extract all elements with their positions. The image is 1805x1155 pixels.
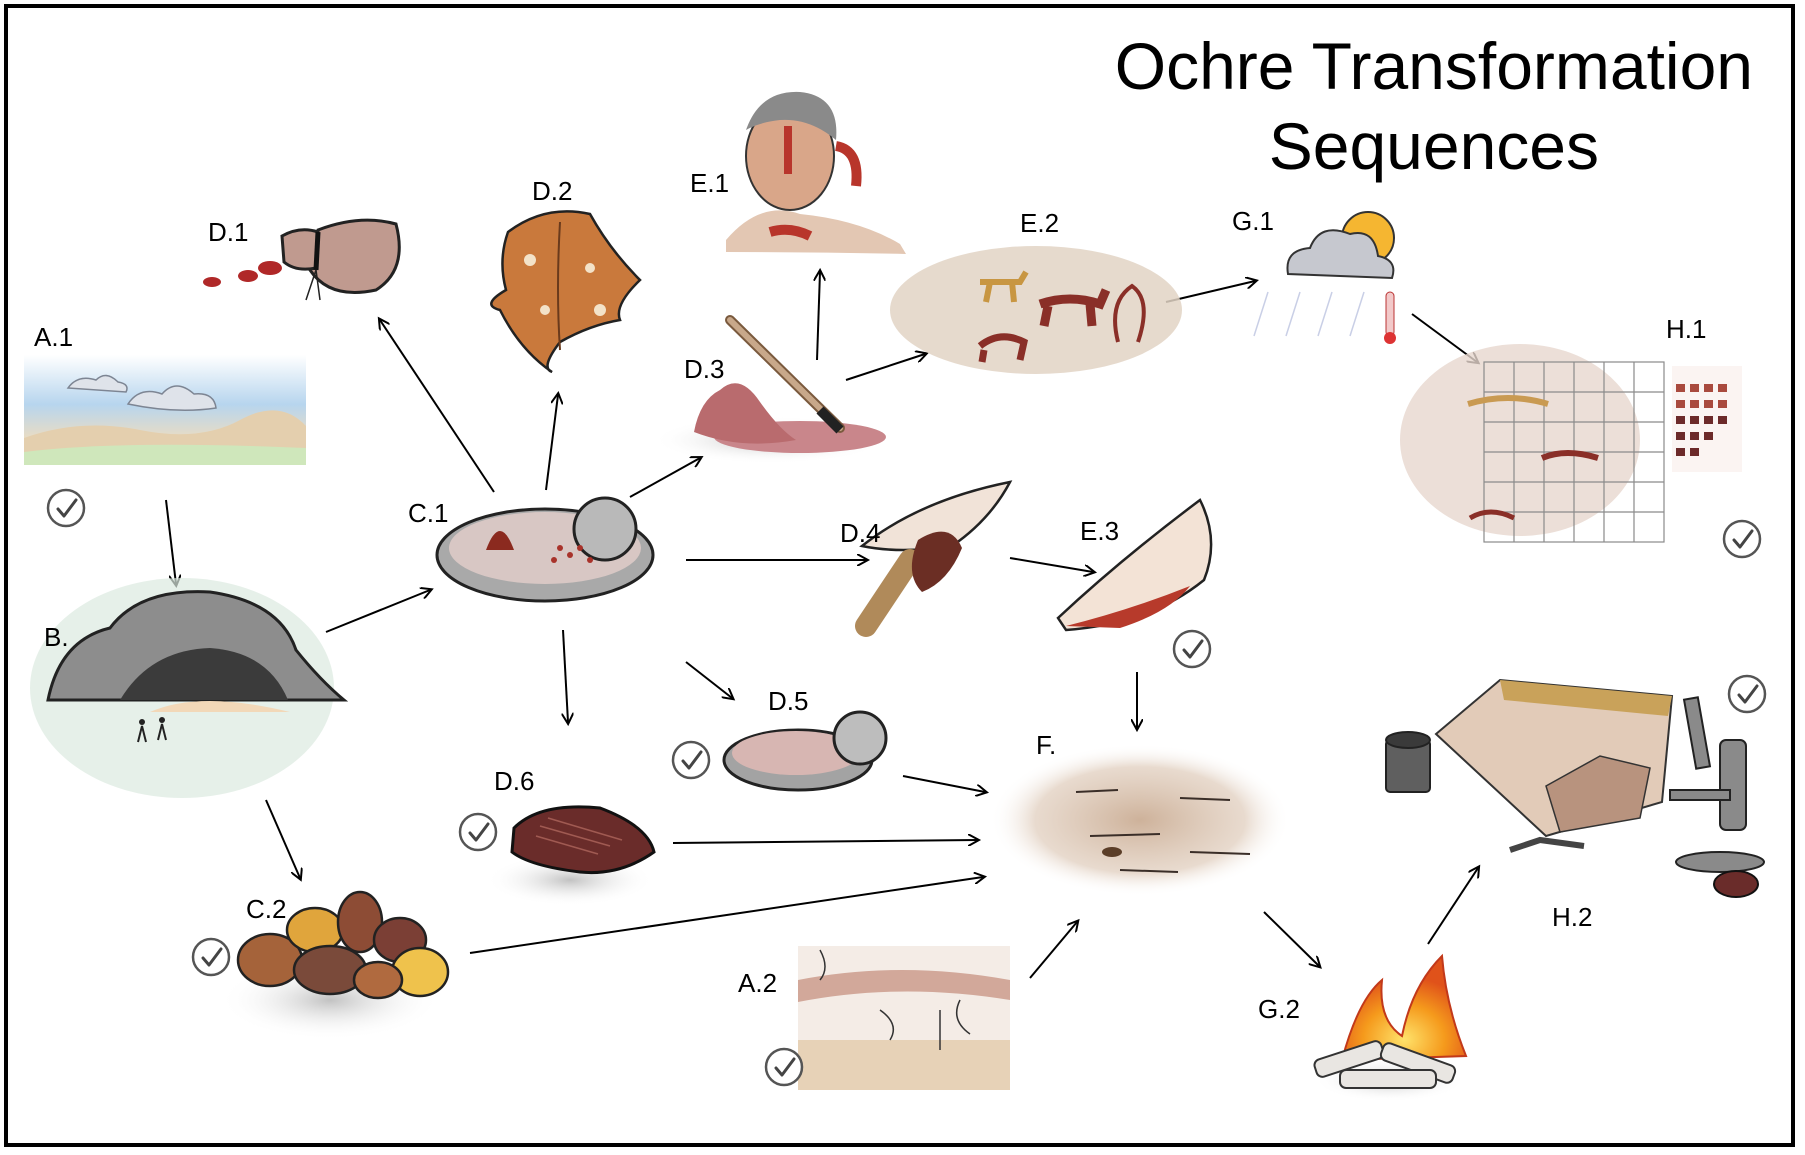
ochre-block-illustration (486, 807, 654, 906)
arrow-c1-to-d3 (630, 458, 700, 497)
arrow-c1-to-d6 (563, 630, 568, 722)
label-h2: H.2 (1552, 902, 1592, 932)
label-e1: E.1 (690, 168, 729, 198)
landscape-illustration (24, 355, 306, 465)
cave-illustration (30, 578, 344, 798)
color-swatch-chart (1672, 366, 1742, 472)
documentation-grid-illustration (1400, 344, 1742, 542)
stratigraphy-section-illustration (798, 946, 1010, 1090)
animal-hide-illustration (491, 211, 640, 372)
checkmark-icon (193, 939, 229, 975)
grinding-slab-illustration (724, 712, 886, 790)
arrow-f-to-g2 (1264, 912, 1319, 966)
label-d3: D.3 (684, 354, 724, 384)
label-c2: C.2 (246, 894, 286, 924)
label-b: B. (44, 622, 69, 652)
arrow-c1-to-d2 (546, 395, 558, 490)
arrows (166, 272, 1478, 978)
arrow-d4-to-e3 (1010, 558, 1093, 572)
arrow-d3-to-e1 (817, 272, 820, 360)
checkmark-icon (1729, 676, 1765, 712)
label-f: F. (1036, 730, 1056, 760)
label-d5: D.5 (768, 686, 808, 716)
weathering-illustration (1254, 212, 1396, 344)
rock-art-panel-illustration (890, 246, 1182, 374)
label-c1: C.1 (408, 498, 448, 528)
stone-tool-residue-illustration (862, 482, 1010, 626)
grinding-stone-illustration (437, 498, 653, 601)
arrow-d5-to-f (903, 776, 985, 792)
label-g1: G.1 (1232, 206, 1274, 236)
label-e3: E.3 (1080, 516, 1119, 546)
label-a1: A.1 (34, 322, 73, 352)
label-a2: A.2 (738, 968, 777, 998)
label-g2: G.2 (1258, 994, 1300, 1024)
arrow-d6-to-f (673, 840, 977, 843)
arrow-b-to-c2 (266, 800, 300, 878)
arrow-c1-to-d5 (686, 662, 732, 698)
label-d6: D.6 (494, 766, 534, 796)
arrow-a2-to-f (1030, 922, 1077, 978)
label-d2: D.2 (532, 176, 572, 206)
node-labels: A.1 B. C.1 C.2 D.1 D.2 D.3 D.4 D.5 D.6 E… (34, 168, 1706, 1024)
face-painted-child-illustration (726, 92, 906, 254)
arrow-d3-to-e2 (846, 354, 925, 380)
checkmark-icon (460, 814, 496, 850)
checkmark-icon (1174, 631, 1210, 667)
checkmark-icon (1724, 521, 1760, 557)
sediment-deposit-illustration (990, 744, 1290, 896)
arrow-g2-to-h2 (1428, 868, 1478, 944)
label-h1: H.1 (1666, 314, 1706, 344)
arrow-b-to-c1 (326, 590, 430, 632)
label-d1: D.1 (208, 217, 248, 247)
checkmark-icon (766, 1049, 802, 1085)
arrow-c1-to-d1 (380, 320, 494, 492)
checkmark-icon (673, 742, 709, 778)
excavation-microscope-illustration (1386, 680, 1764, 897)
paint-and-brush-illustration (652, 320, 888, 464)
label-d4: D.4 (840, 518, 880, 548)
campfire-illustration (1313, 956, 1466, 1102)
checkmark-icon (48, 490, 84, 526)
label-e2: E.2 (1020, 208, 1059, 238)
arrow-a1-to-b (166, 500, 176, 584)
